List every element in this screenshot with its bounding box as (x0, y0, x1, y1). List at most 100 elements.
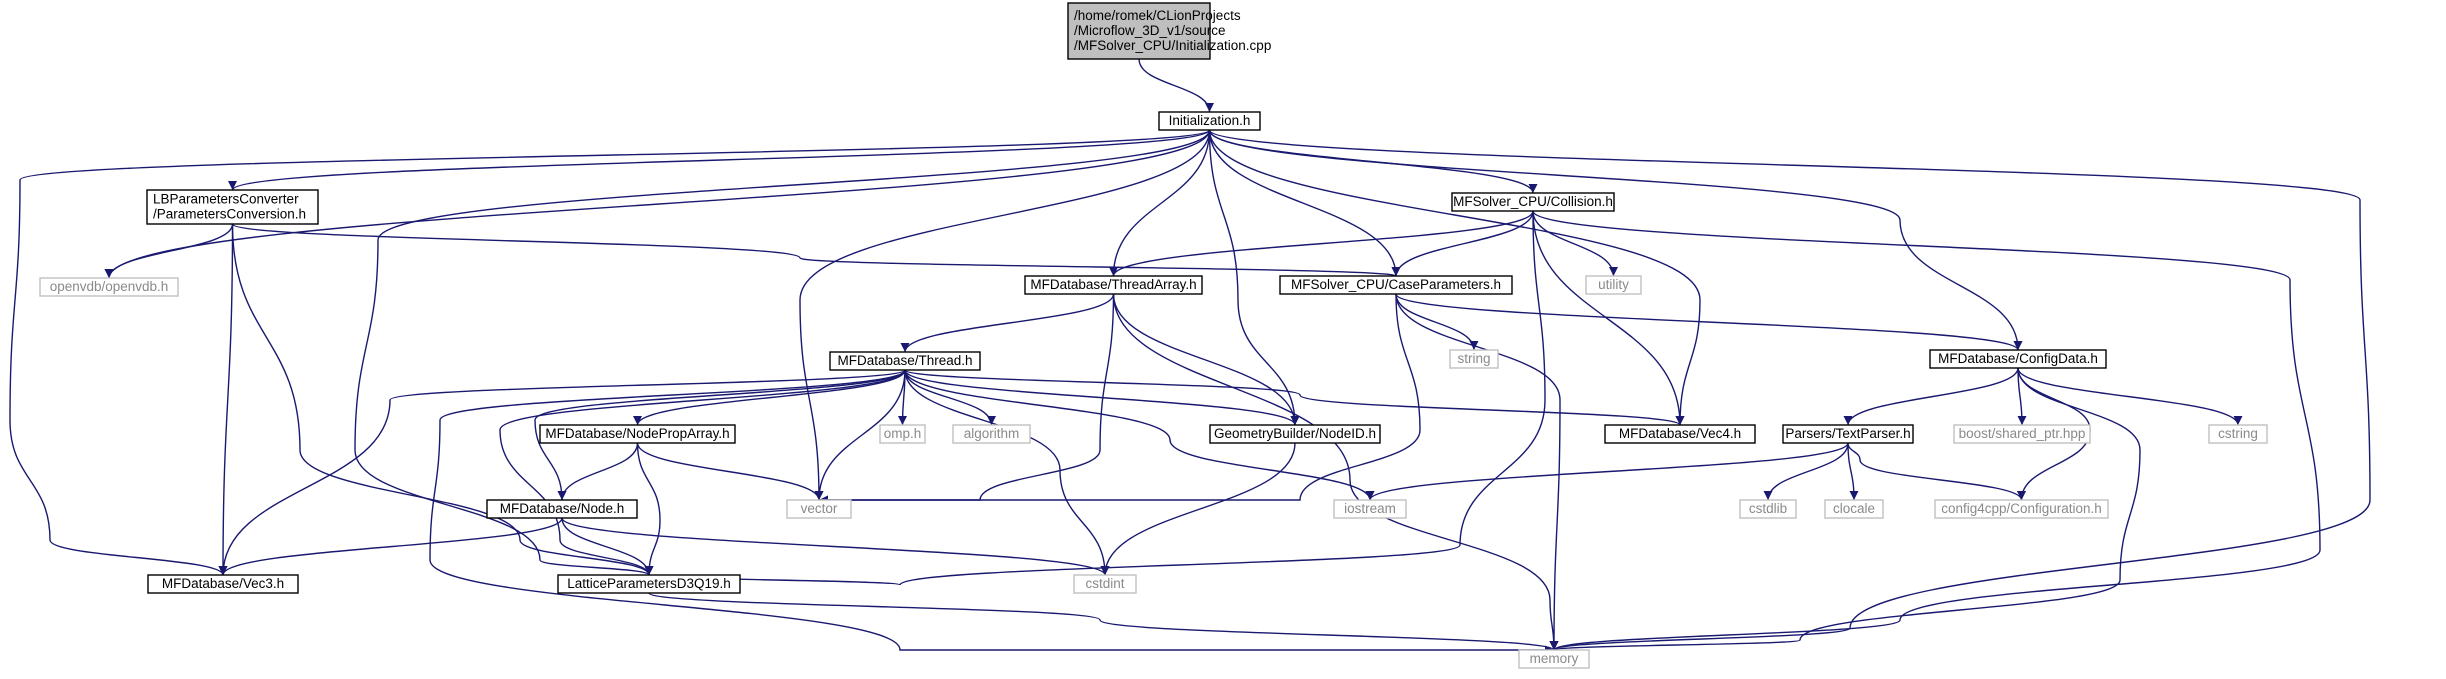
node-box (1782, 424, 1914, 444)
node-box (1739, 499, 1797, 519)
node-box (1449, 349, 1499, 369)
node-nodeproparray[interactable]: MFDatabase/NodePropArray.h (539, 424, 736, 444)
edge-thread-to-iostream (904, 369, 1375, 501)
edge-caseparams-to-vector (819, 293, 1421, 505)
node-collision[interactable]: MFSolver_CPU/Collision.h (1451, 192, 1615, 212)
node-box (879, 424, 926, 444)
node-label: /MFSolver_CPU/Initialization.cpp (1074, 38, 1271, 53)
node-nodeid[interactable]: GeometryBuilder/NodeID.h (1209, 424, 1381, 444)
node-label: openvdb/openvdb.h (50, 279, 169, 294)
node-box (1451, 192, 1615, 212)
edge-init-to-threadarray (1109, 129, 1211, 277)
node-configdata[interactable]: MFDatabase/ConfigData.h (1929, 349, 2107, 369)
nodes-layer: /home/romek/CLionProjects/Microflow_3D_v… (39, 2, 2268, 669)
node-openvdb: openvdb/openvdb.h (39, 277, 179, 297)
node-memory: memory (1518, 649, 1590, 669)
node-vec3[interactable]: MFDatabase/Vec3.h (147, 574, 299, 594)
node-caseparams[interactable]: MFSolver_CPU/CaseParameters.h (1279, 275, 1513, 295)
node-box (1929, 349, 2107, 369)
edge-node-to-vec3 (218, 517, 563, 576)
node-label: MFDatabase/Thread.h (837, 353, 972, 368)
node-label: MFSolver_CPU/Collision.h (1453, 194, 1613, 209)
edge-lattice-to-memory (648, 592, 1559, 651)
node-box (1209, 424, 1381, 444)
node-lbparams[interactable]: LBParametersConverter/ParametersConversi… (146, 189, 319, 225)
node-vector: vector (786, 499, 852, 519)
node-label: algorithm (964, 426, 1020, 441)
edge-caseparams-to-memory (1395, 293, 1561, 651)
node-thread[interactable]: MFDatabase/Thread.h (829, 351, 981, 371)
edge-root-to-init (1138, 58, 1214, 113)
node-label: clocale (1833, 501, 1875, 516)
node-iostream: iostream (1333, 499, 1407, 519)
edge-configdata-to-textparser (1843, 367, 2019, 426)
node-threadarray[interactable]: MFDatabase/ThreadArray.h (1024, 275, 1203, 295)
node-label: iostream (1344, 501, 1396, 516)
node-box (1604, 424, 1756, 444)
edge-collision-to-utility (1532, 210, 1618, 277)
edge-nodeproparray-to-lattice (636, 442, 661, 576)
node-label: MFDatabase/Vec3.h (162, 576, 284, 591)
edge-thread-to-algorithm (904, 369, 996, 426)
node-box (1953, 424, 2091, 444)
node-label: cstring (2218, 426, 2258, 441)
edge-init-to-lbparams (228, 129, 1211, 191)
edge-textparser-to-cstdlib (1763, 442, 1849, 501)
node-init[interactable]: Initialization.h (1158, 111, 1261, 131)
node-label: GeometryBuilder/NodeID.h (1214, 426, 1376, 441)
edge-thread-to-cstdint (904, 369, 1110, 576)
node-textparser[interactable]: Parsers/TextParser.h (1782, 424, 1914, 444)
edge-init-to-vec4 (1208, 129, 1701, 426)
node-box (39, 277, 179, 297)
edge-caseparams-to-configdata (1395, 293, 2023, 351)
edge-init-to-vector (799, 129, 1211, 501)
node-box (1934, 499, 2109, 519)
node-vec4[interactable]: MFDatabase/Vec4.h (1604, 424, 1756, 444)
edge-nodeproparray-to-vector (636, 442, 824, 501)
node-label: Initialization.h (1169, 113, 1251, 128)
node-box (1073, 574, 1137, 594)
node-box (147, 574, 299, 594)
edge-nodeproparray-to-node (557, 442, 639, 501)
node-box (1333, 499, 1407, 519)
node-box (1024, 275, 1203, 295)
edge-thread-to-vec3 (218, 369, 906, 576)
node-label: Parsers/TextParser.h (1785, 426, 1910, 441)
node-box (557, 574, 741, 594)
node-label: LatticeParametersD3Q19.h (567, 576, 731, 591)
edges-layer (9, 58, 2371, 655)
node-omp: omp.h (879, 424, 926, 444)
node-label: vector (801, 501, 838, 516)
node-label: /Microflow_3D_v1/source (1074, 23, 1226, 38)
node-label: string (1457, 351, 1490, 366)
node-clocale: clocale (1824, 499, 1884, 519)
edge-threadarray-to-nodeid (1112, 293, 1300, 426)
node-algorithm: algorithm (952, 424, 1031, 444)
edge-collision-to-vec4 (1532, 210, 1685, 426)
edge-threadarray-to-thread (900, 293, 1115, 353)
node-box (1279, 275, 1513, 295)
edge-lbparams-to-caseparams (231, 223, 1400, 277)
node-box (1518, 649, 1590, 669)
node-label: omp.h (884, 426, 922, 441)
edge-thread-to-node (534, 369, 906, 501)
node-box (486, 499, 638, 519)
node-sharedptr: boost/shared_ptr.hpp (1953, 424, 2091, 444)
node-label: MFDatabase/NodePropArray.h (545, 426, 729, 441)
node-lattice[interactable]: LatticeParametersD3Q19.h (557, 574, 741, 594)
node-label: cstdint (1085, 576, 1124, 591)
node-box (829, 351, 981, 371)
edge-thread-to-nodeid (904, 369, 1300, 426)
node-label: MFDatabase/ConfigData.h (1938, 351, 2098, 366)
edge-textparser-to-clocale (1847, 442, 1859, 501)
node-label: config4cpp/Configuration.h (1941, 501, 2102, 516)
edge-thread-to-vector (814, 369, 906, 501)
node-node[interactable]: MFDatabase/Node.h (486, 499, 638, 519)
edge-thread-to-memory (429, 369, 1554, 655)
edge-init-to-vec3 (9, 129, 1211, 576)
node-box (1158, 111, 1261, 131)
edge-thread-to-omp (898, 369, 908, 426)
edge-collision-to-threadarray (1109, 210, 1534, 277)
edge-configdata-to-memory (1549, 367, 2141, 651)
